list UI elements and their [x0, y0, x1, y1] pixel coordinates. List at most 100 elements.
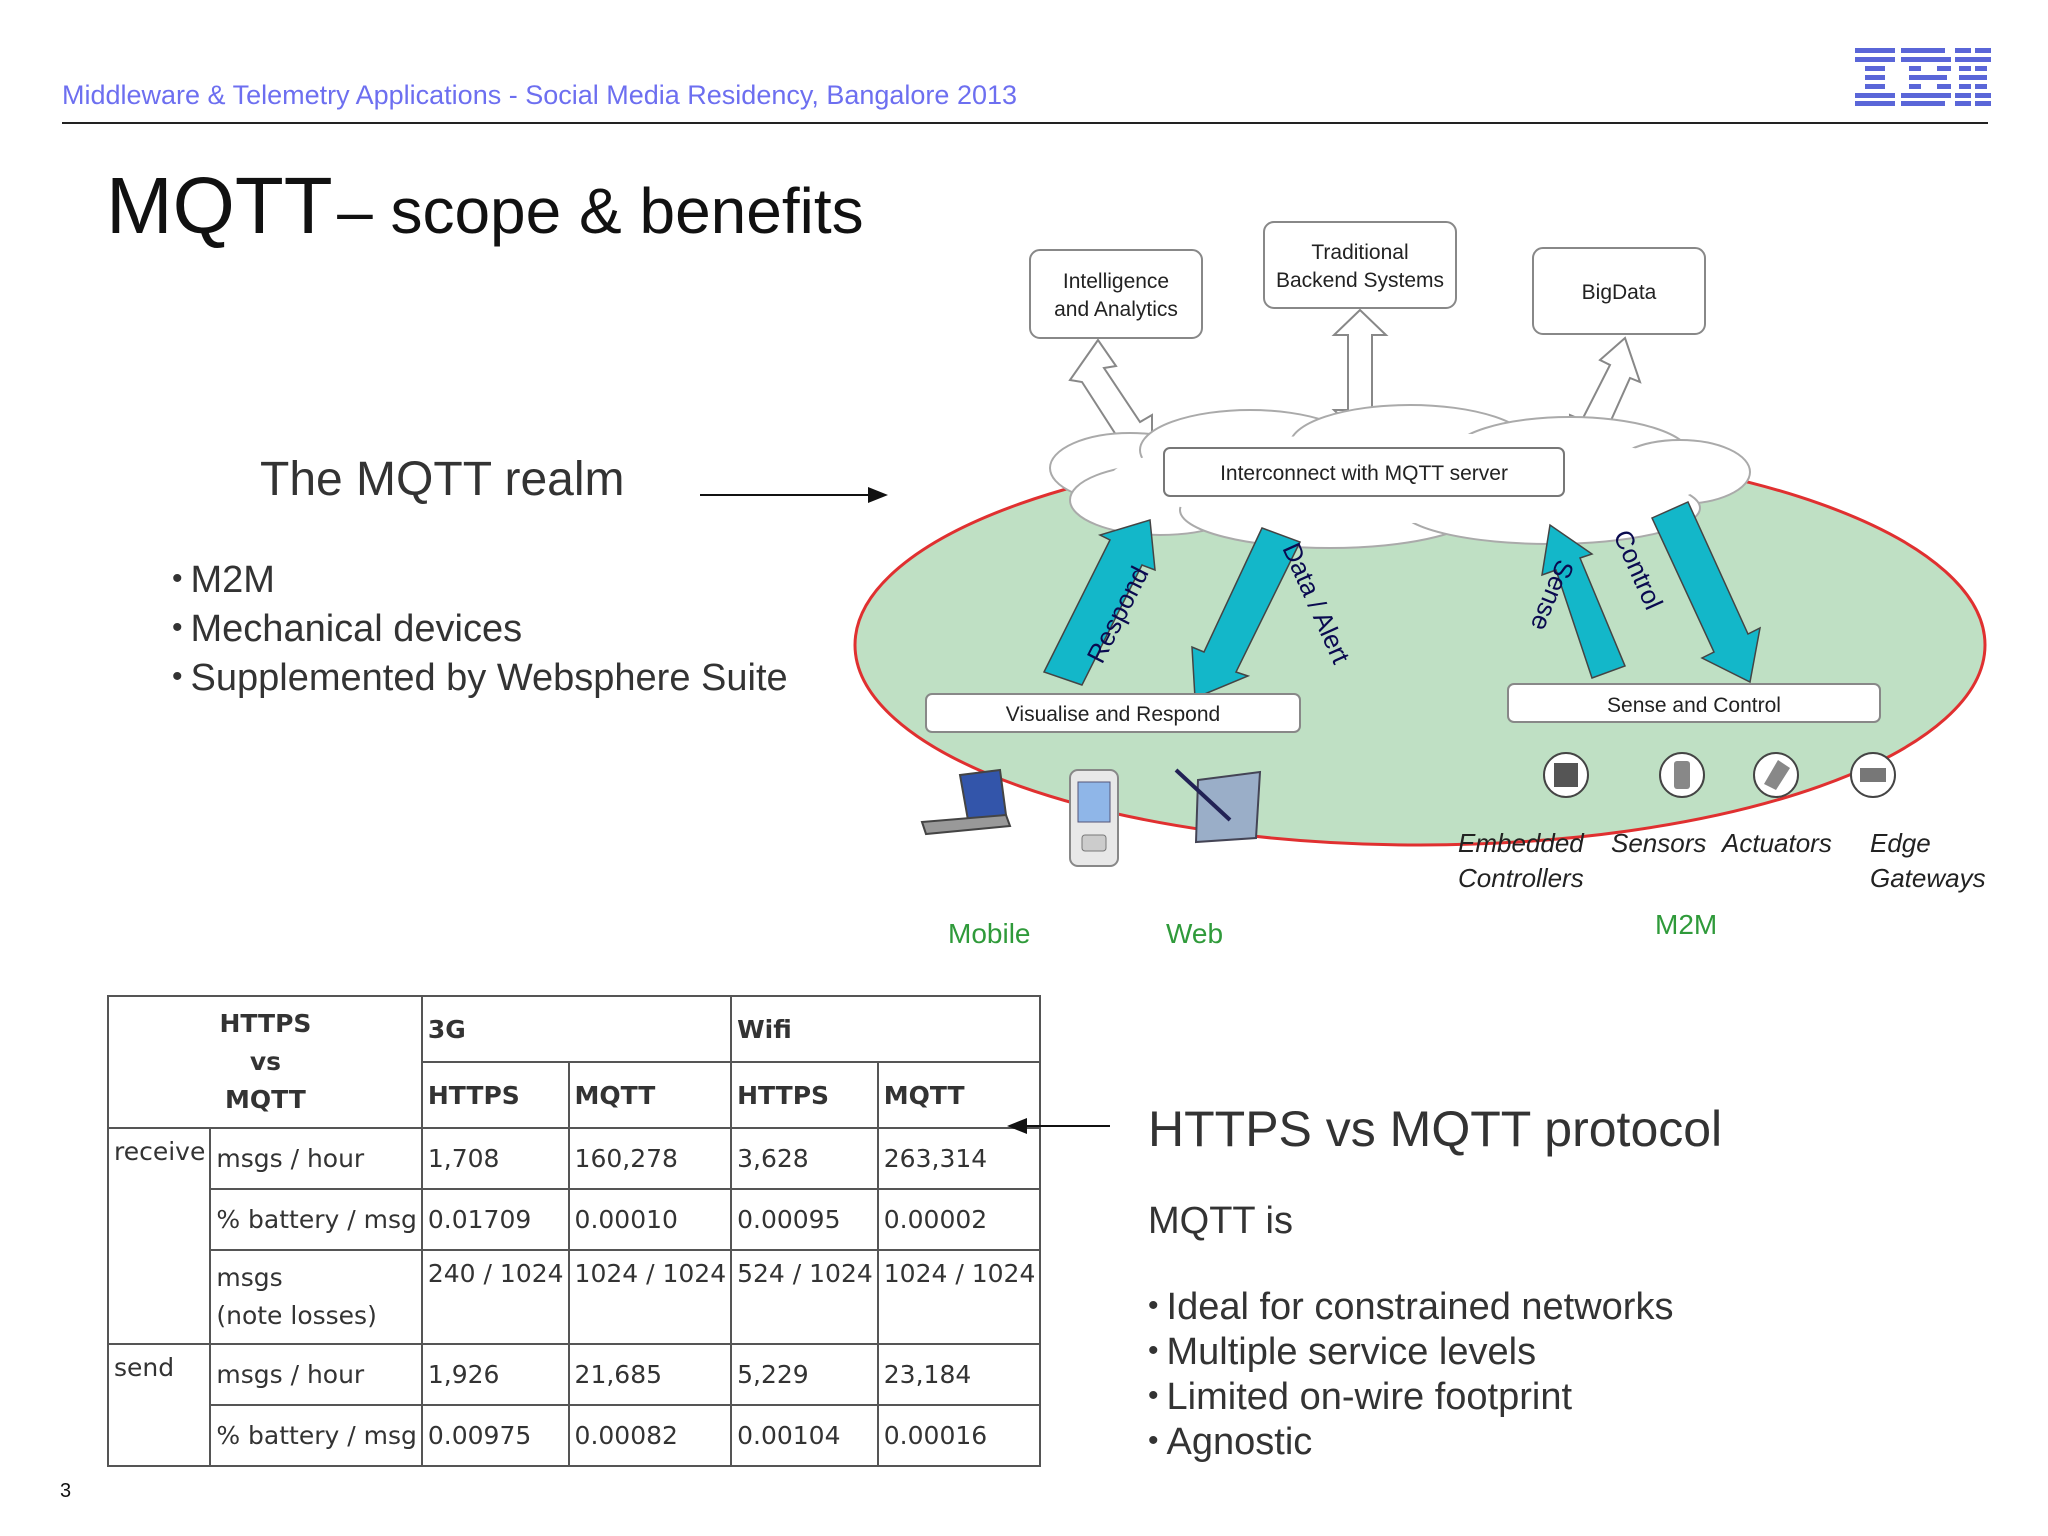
sensor-icon	[1659, 752, 1705, 798]
realm-heading: The MQTT realm	[260, 453, 625, 506]
value-cell: 5,229	[730, 1343, 879, 1406]
box-bigdata: BigData	[1532, 247, 1706, 335]
value-cell: 240 / 1024	[420, 1249, 570, 1345]
page-number: 3	[60, 1480, 72, 1502]
value-cell: 3,628	[730, 1127, 879, 1190]
metric-cell: % battery / msg	[209, 1188, 423, 1251]
value-cell: 160,278	[567, 1127, 733, 1190]
table-row: msgs (note losses) 240 / 1024 1024 / 102…	[108, 1249, 1042, 1345]
actuator-icon	[1753, 752, 1799, 798]
metric-cell: msgs / hour	[209, 1343, 423, 1406]
table-row: receive msgs / hour 1,708 160,278 3,628 …	[106, 1127, 1042, 1345]
subheader-cell: HTTPS	[420, 1061, 570, 1129]
edge-label: Edge	[1870, 828, 1931, 858]
embedded-controller-icon	[1543, 752, 1589, 798]
value-cell: 0.00010	[567, 1188, 733, 1251]
list-item: •Ideal for constrained networks	[1148, 1286, 1674, 1328]
mqtt-realm-diagram: Intelligence and Analytics Traditional B…	[853, 221, 1987, 949]
list-item: •M2M	[172, 559, 275, 601]
controllers-label: Controllers	[1458, 863, 1584, 893]
header-title: Middleware & Telemetry Applications - So…	[62, 80, 1018, 110]
arrow-sense	[1541, 523, 1626, 679]
svg-text:Traditional: Traditional	[1311, 241, 1408, 264]
svg-text:Intelligence: Intelligence	[1063, 270, 1169, 293]
list-item: •Mechanical devices	[172, 608, 523, 650]
sensors-label: Sensors	[1611, 828, 1706, 858]
protocol-intro: MQTT is	[1148, 1200, 1293, 1242]
realm-bullets: •M2M •Mechanical devices •Supplemented b…	[172, 555, 788, 702]
embedded-label: Embedded	[1458, 828, 1585, 858]
title-main: MQTT	[106, 161, 333, 250]
subheader-cell: HTTPS	[730, 1061, 879, 1129]
visualise-box: Visualise and Respond	[925, 693, 1301, 733]
value-cell: 1,708	[420, 1127, 570, 1190]
laptop-icon	[920, 768, 1012, 836]
subheader-cell: MQTT	[876, 1061, 1042, 1129]
arrow-respond	[1042, 519, 1156, 686]
metric-cell: msgs / hour	[209, 1127, 423, 1190]
list-item: •Multiple service levels	[1148, 1331, 1537, 1373]
svg-text:Interconnect with MQTT server: Interconnect with MQTT server	[1220, 462, 1508, 485]
server-label-box: Interconnect with MQTT server	[1163, 447, 1565, 497]
value-cell: 0.00002	[876, 1188, 1042, 1251]
protocol-heading: HTTPS vs MQTT protocol	[1148, 1101, 1723, 1157]
web-label: Web	[1166, 918, 1223, 949]
svg-text:BigData: BigData	[1582, 281, 1657, 304]
ibm-logo	[1855, 48, 1991, 106]
arrow-control	[1650, 501, 1762, 684]
arrow-data-alert	[1191, 527, 1302, 700]
table-row: % battery / msg 0.01709 0.00010 0.00095 …	[108, 1188, 1042, 1251]
list-item: •Supplemented by Websphere Suite	[172, 657, 788, 699]
https-vs-mqtt-table: HTTPS vs MQTT 3G Wifi HTTPS MQTT HTTPS M…	[106, 995, 1042, 1467]
svg-text:Backend Systems: Backend Systems	[1276, 269, 1444, 292]
gateways-label: Gateways	[1870, 863, 1986, 893]
protocol-bullets: •Ideal for constrained networks •Multipl…	[1148, 1284, 1673, 1464]
receive-label: receive	[106, 1127, 212, 1345]
group-header-wifi: Wifi	[730, 995, 1042, 1063]
metric-cell: msgs (note losses)	[209, 1249, 423, 1345]
title-sub: – scope & benefits	[337, 175, 864, 247]
box-traditional-backend: Traditional Backend Systems	[1263, 221, 1457, 309]
value-cell: 0.00095	[730, 1188, 879, 1251]
value-cell: 0.00016	[876, 1404, 1042, 1467]
subheader-cell: MQTT	[567, 1061, 733, 1129]
protocol-arrow	[1024, 1125, 1110, 1127]
value-cell: 0.00975	[420, 1404, 570, 1467]
mobile-label: Mobile	[948, 918, 1030, 949]
value-cell: 0.01709	[420, 1188, 570, 1251]
value-cell: 0.00082	[567, 1404, 733, 1467]
send-label: send	[106, 1343, 212, 1467]
value-cell: 263,314	[876, 1127, 1042, 1190]
group-header-3g: 3G	[420, 995, 733, 1063]
value-cell: 1,926	[420, 1343, 570, 1406]
mobile-device-icon	[1069, 769, 1119, 867]
table-row: HTTPS MQTT HTTPS MQTT	[108, 1061, 1042, 1129]
table-row: send msgs / hour 1,926 21,685 5,229 23,1…	[106, 1343, 1042, 1467]
list-item: •Limited on-wire footprint	[1148, 1376, 1573, 1418]
value-cell: 23,184	[876, 1343, 1042, 1406]
actuators-label: Actuators	[1720, 828, 1832, 858]
box-intelligence-analytics: Intelligence and Analytics	[1029, 249, 1203, 339]
metric-cell: % battery / msg	[209, 1404, 423, 1467]
value-cell: 0.00104	[730, 1404, 879, 1467]
value-cell: 1024 / 1024	[876, 1249, 1042, 1345]
slide-title: MQTT – scope & benefits	[106, 160, 864, 252]
svg-text:and Analytics: and Analytics	[1054, 298, 1178, 321]
tablet-pen-icon	[1174, 768, 1262, 844]
value-cell: 21,685	[567, 1343, 733, 1406]
list-item: •Agnostic	[1148, 1421, 1313, 1463]
edge-gateway-icon	[1850, 752, 1896, 798]
svg-text:Visualise and Respond: Visualise and Respond	[1006, 703, 1220, 726]
m2m-label: M2M	[1655, 909, 1717, 940]
value-cell: 1024 / 1024	[567, 1249, 733, 1345]
svg-text:Sense and Control: Sense and Control	[1607, 694, 1781, 717]
protocol-arrowhead	[1007, 1118, 1027, 1134]
table-row: % battery / msg 0.00975 0.00082 0.00104 …	[108, 1404, 1042, 1467]
sense-control-box: Sense and Control	[1507, 683, 1881, 723]
value-cell: 524 / 1024	[730, 1249, 879, 1345]
header-divider	[62, 122, 1988, 124]
realm-arrow	[700, 494, 870, 496]
table-corner-header: HTTPS vs MQTT	[107, 995, 423, 1129]
realm-arrowhead	[868, 487, 888, 503]
table-row: HTTPS vs MQTT 3G Wifi	[107, 995, 1042, 1129]
